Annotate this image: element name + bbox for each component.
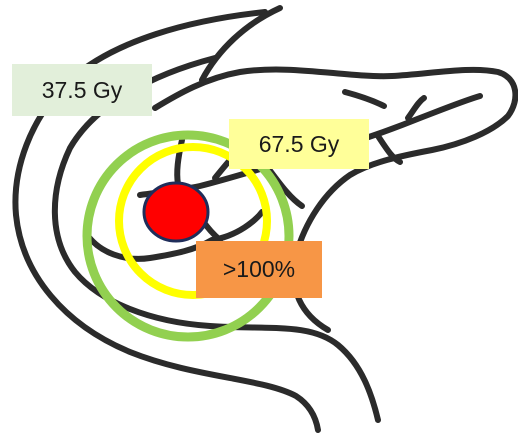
inner-dose-label: 67.5 Gy [229, 119, 369, 169]
tumor [142, 181, 210, 243]
pancreas-body-outline [152, 66, 518, 333]
duct-branch-5 [342, 89, 387, 109]
duodenum-outer-outline [12, 9, 321, 433]
common-bile-duct [199, 5, 283, 83]
duct-branch-1 [405, 95, 427, 121]
duct-branch-2 [375, 133, 403, 165]
pancreas-lower-outline [85, 209, 265, 262]
tumor-dose-label: >100% [196, 241, 322, 298]
outer-isodose-ring [82, 130, 294, 342]
inner-isodose-ring [115, 143, 271, 299]
outer-dose-label: 37.5 Gy [12, 64, 152, 116]
